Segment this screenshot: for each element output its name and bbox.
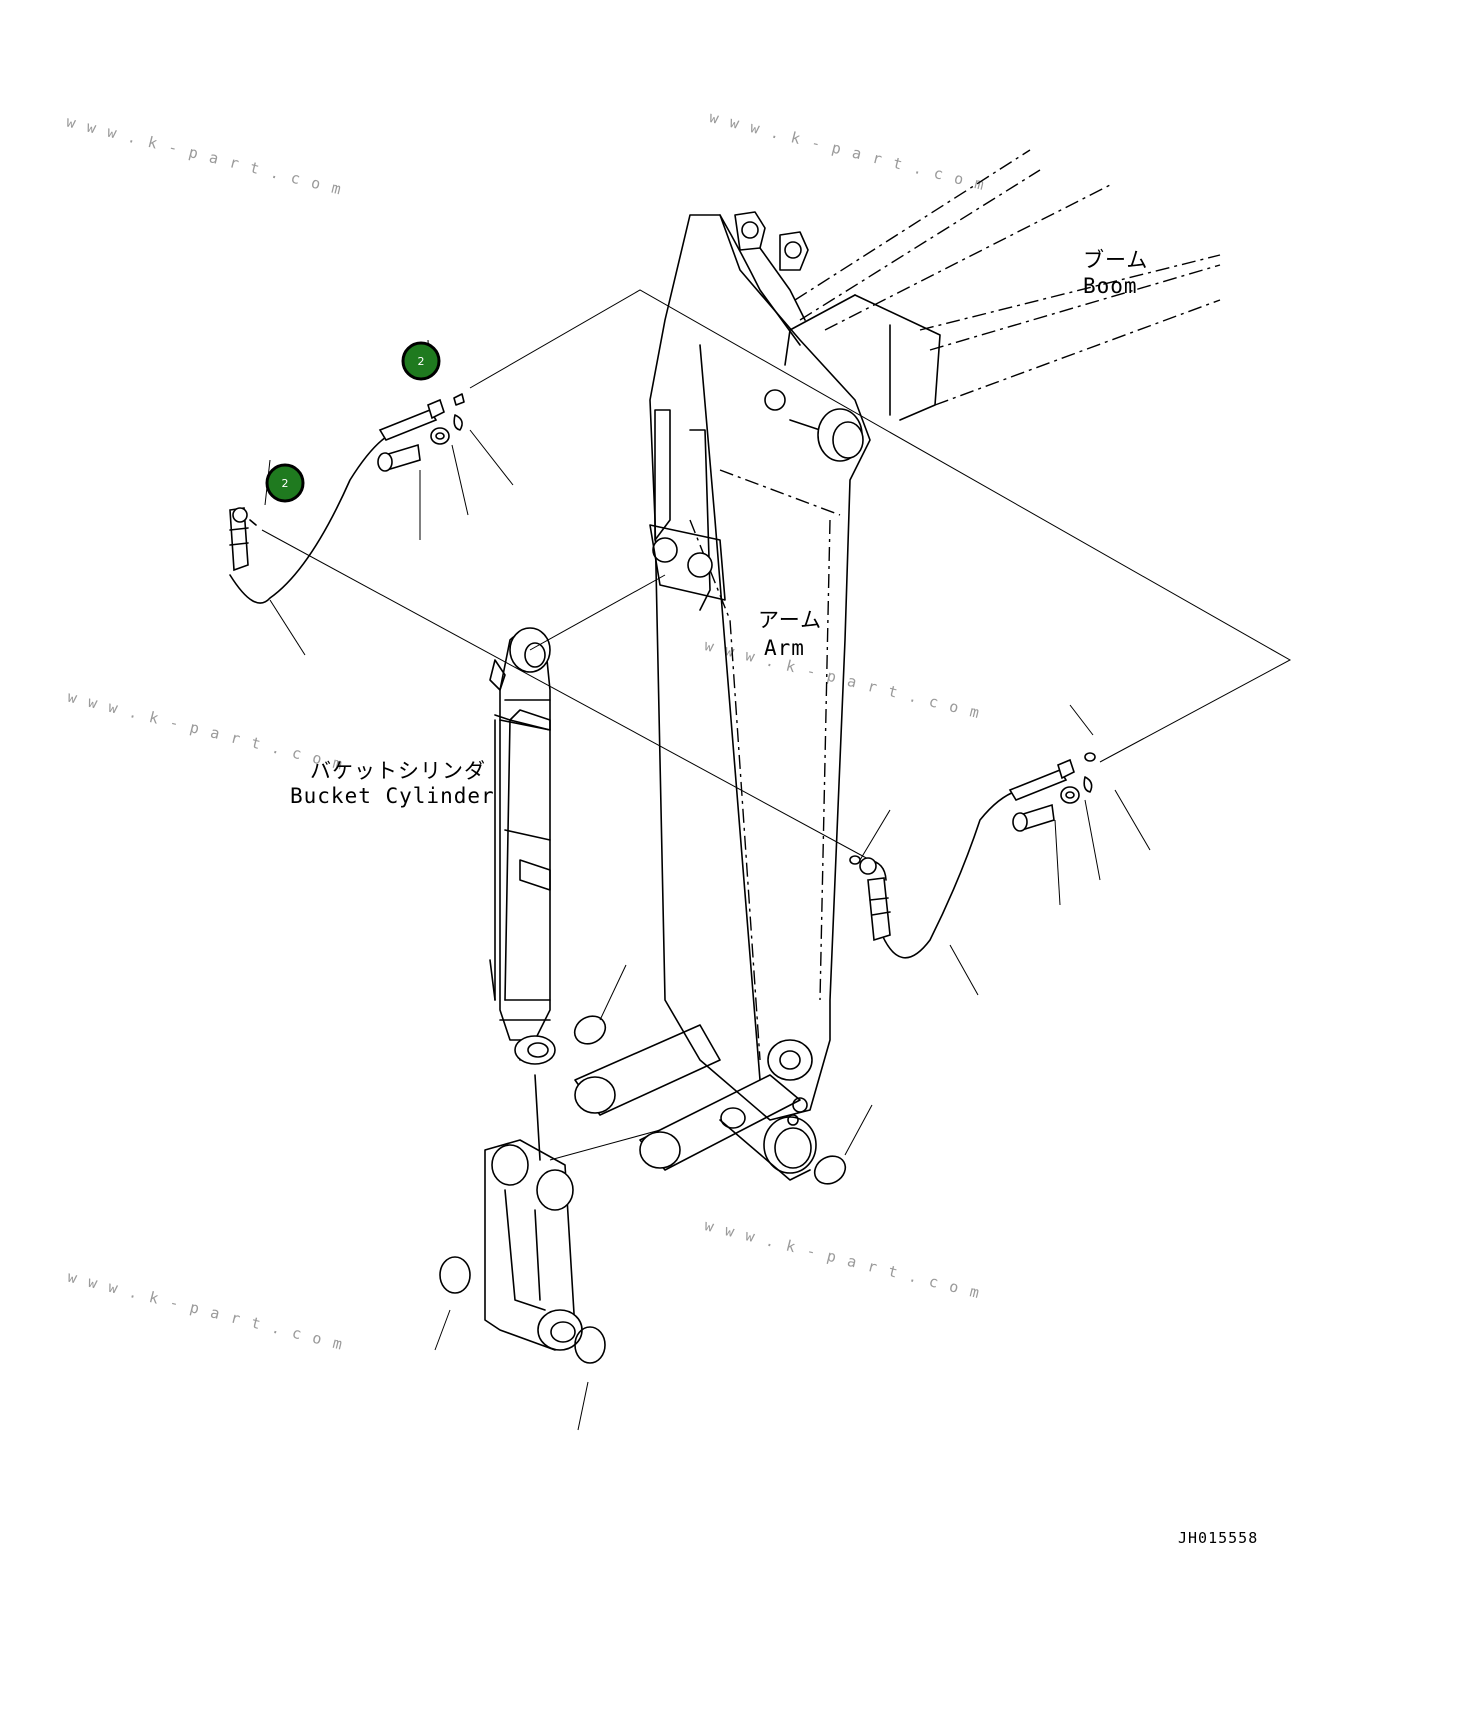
arm-label-jp: アーム xyxy=(758,608,822,632)
boom-label-en: Boom xyxy=(1083,274,1138,298)
callout-marker[interactable] xyxy=(401,341,441,381)
bucket-cylinder-label-en: Bucket Cylinder xyxy=(290,784,495,808)
leader-lines xyxy=(261,289,1292,1431)
watermarks: www.k-part.com www.k-part.com www.k-part… xyxy=(64,108,997,1356)
watermark: www.k-part.com xyxy=(703,636,993,725)
bucket-link xyxy=(484,1139,583,1351)
arm-label-en: Arm xyxy=(764,636,805,660)
boom xyxy=(784,149,1221,421)
drawing-code: JH015558 xyxy=(1178,1529,1258,1547)
callout-number: 2 xyxy=(282,477,289,490)
left-harness xyxy=(229,393,465,604)
callout-2-lower[interactable]: 2 xyxy=(265,463,305,503)
seals xyxy=(439,1015,847,1364)
right-harness xyxy=(849,752,1096,959)
boom-label-jp: ブーム xyxy=(1083,248,1148,272)
callout-marker[interactable] xyxy=(265,463,305,503)
bucket-cylinder-label-jp: バケットシリンダ xyxy=(310,759,486,783)
callout-2-upper[interactable]: 2 xyxy=(401,341,441,381)
bucket-cylinder xyxy=(489,627,556,1161)
arm xyxy=(574,211,871,1181)
watermark: www.k-part.com xyxy=(66,1268,356,1357)
watermark: www.k-part.com xyxy=(703,1216,993,1305)
watermark: www.k-part.com xyxy=(64,113,354,202)
callout-number: 2 xyxy=(418,355,425,368)
watermark: www.k-part.com xyxy=(707,108,997,197)
